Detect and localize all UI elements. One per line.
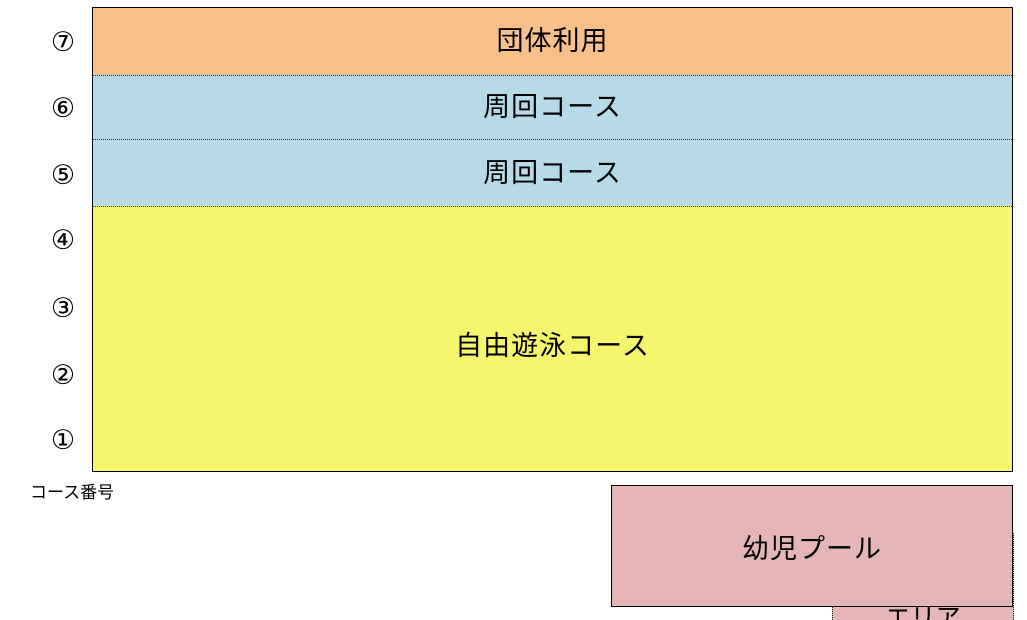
lane-number-caption: コース番号	[30, 483, 115, 503]
band-lap-course-5: 周回コース	[93, 139, 1012, 317]
band-lap-course-5-label: 周回コース	[483, 157, 622, 189]
band-group-use: 団体利用	[93, 8, 1012, 75]
infant-pool: 幼児プール	[611, 485, 1013, 607]
lane-number-3: ③	[50, 293, 76, 324]
band-lap-course-6: 周回コース	[93, 75, 1012, 187]
band-lap-course-6-label: 周回コース	[483, 92, 622, 123]
lane-number-2: ②	[50, 360, 76, 391]
band-free-swim-label: 自由遊泳コース	[455, 331, 650, 362]
lane-number-5: ⑤	[50, 160, 76, 191]
lane-number-6: ⑥	[50, 93, 76, 124]
main-pool-outline: 団体利用 周回コース 周回コース 自由遊泳コース 幼児遊泳 エリア	[92, 7, 1014, 620]
band-group-use-label: 団体利用	[496, 26, 609, 57]
lane-number-4: ④	[50, 225, 76, 256]
lane-number-7: ⑦	[50, 27, 76, 58]
lane-number-1: ①	[50, 425, 76, 456]
infant-pool-label: 幼児プール	[742, 533, 882, 565]
band-free-swim: 自由遊泳コース 幼児遊泳 エリア	[93, 206, 1014, 620]
